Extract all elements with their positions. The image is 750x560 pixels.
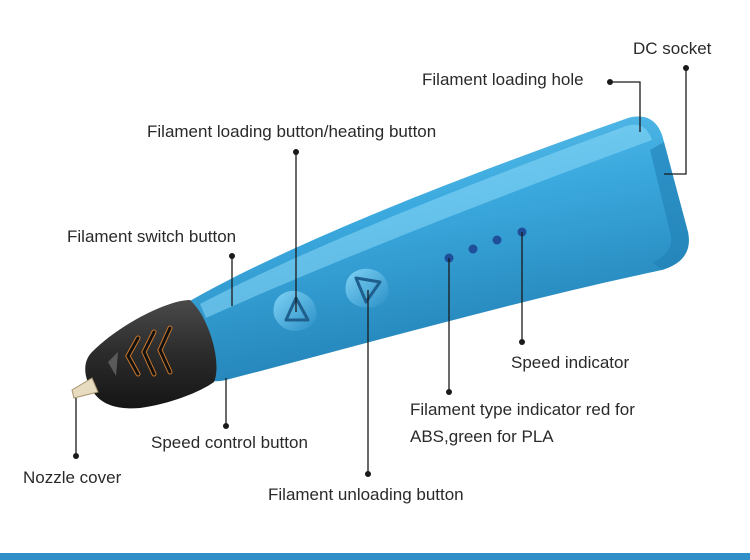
vent-slot-dark xyxy=(158,326,172,374)
label-filament-switch-button: Filament switch button xyxy=(67,227,237,246)
leader-lines xyxy=(75,68,687,474)
label-nozzle-cover: Nozzle cover xyxy=(23,468,122,487)
vent-slot-dark xyxy=(142,330,156,376)
vent-slot-dark xyxy=(126,336,140,376)
label-filament-loading-hole: Filament loading hole xyxy=(422,70,584,89)
pen-body-highlight xyxy=(200,124,652,319)
pen-tail-edge xyxy=(650,142,689,270)
indicator-dot xyxy=(468,244,478,254)
indicator-dot xyxy=(492,235,502,245)
pen-body xyxy=(188,116,689,382)
nozzle-cover-shape xyxy=(85,300,217,409)
bottom-accent-bar xyxy=(0,553,750,560)
nozzle-tip xyxy=(71,377,99,399)
label-filament-loading-button: Filament loading button/heating button xyxy=(147,122,437,141)
label-speed-control-button: Speed control button xyxy=(151,433,308,452)
filament-unloading-button[interactable] xyxy=(345,268,389,308)
logo-mark xyxy=(108,352,118,376)
filament-loading-button[interactable] xyxy=(273,290,317,331)
label-dc-socket: DC socket xyxy=(633,39,712,58)
leader-dots xyxy=(73,65,689,477)
leader-loading-hole xyxy=(610,81,641,132)
label-filament-type-indicator: Filament type indicator red for ABS,gree… xyxy=(410,400,635,446)
leader-dc-socket xyxy=(664,68,687,175)
label-speed-indicator: Speed indicator xyxy=(511,353,630,372)
label-filament-unloading-button: Filament unloading button xyxy=(268,485,464,504)
